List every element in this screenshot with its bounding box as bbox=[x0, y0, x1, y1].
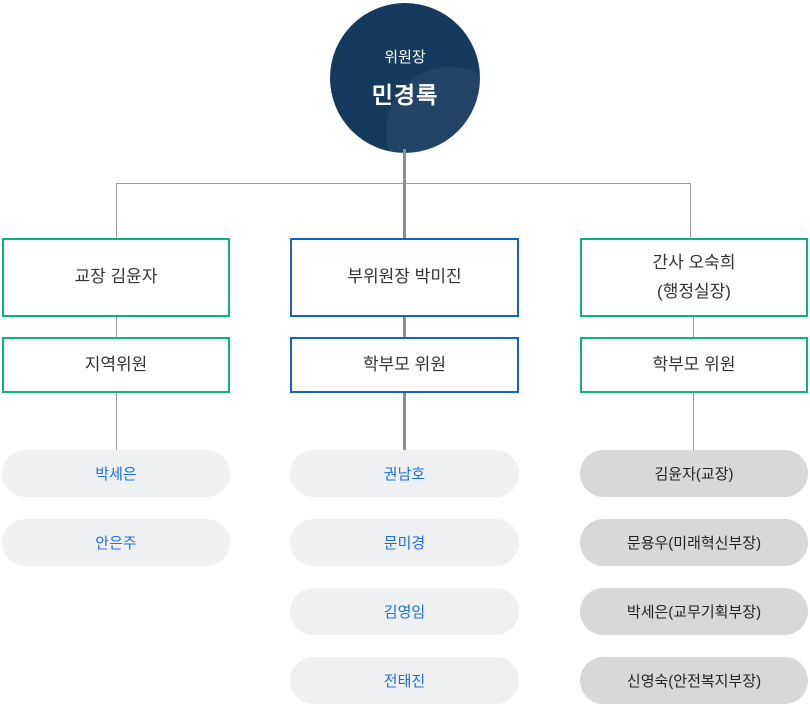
member-pill: 안은주 bbox=[2, 519, 230, 566]
connector-mid-members bbox=[403, 393, 406, 450]
parent-committee-box-mid: 학부모 위원 bbox=[290, 337, 519, 393]
member-pill: 권남호 bbox=[290, 450, 519, 497]
connector-left-row bbox=[116, 317, 117, 337]
connector-right-drop bbox=[690, 183, 691, 238]
vice-chair-label: 부위원장 박미진 bbox=[347, 267, 462, 287]
member-pill: 신영숙(안전복지부장) bbox=[580, 657, 808, 704]
connector-left-members bbox=[116, 393, 117, 450]
chairman-role-label: 위원장 bbox=[384, 49, 426, 66]
chairman-node: 위원장 민경록 bbox=[330, 3, 480, 153]
member-pill: 문미경 bbox=[290, 519, 519, 566]
connector-left-drop bbox=[116, 183, 117, 238]
column-vice-chair: 부위원장 박미진 학부모 위원 권남호 문미경 김영임 전태진 bbox=[290, 238, 519, 704]
member-pill: 전태진 bbox=[290, 657, 519, 704]
connector-mid-row bbox=[403, 317, 406, 337]
local-committee-box: 지역위원 bbox=[2, 337, 230, 393]
connector-right-row bbox=[693, 317, 694, 337]
connector-horizontal bbox=[116, 183, 691, 184]
secretary-label-line1: 간사 오숙희 bbox=[652, 253, 736, 273]
secretary-label-line2: (행정실장) bbox=[657, 281, 731, 301]
connector-right-members bbox=[693, 393, 694, 450]
parent-committee-label-mid: 학부모 위원 bbox=[363, 354, 446, 374]
principal-box: 교장 김윤자 bbox=[2, 238, 230, 317]
parent-committee-label-right: 학부모 위원 bbox=[652, 354, 736, 374]
principal-label: 교장 김윤자 bbox=[74, 267, 158, 287]
member-pill: 김윤자(교장) bbox=[580, 450, 808, 497]
member-pill: 박세은(교무기획부장) bbox=[580, 588, 808, 635]
local-committee-label: 지역위원 bbox=[84, 354, 148, 374]
column-secretary: 간사 오숙희 (행정실장) 학부모 위원 김윤자(교장) 문용우(미래혁신부장)… bbox=[580, 238, 808, 704]
secretary-box: 간사 오숙희 (행정실장) bbox=[580, 238, 808, 317]
member-pill: 박세은 bbox=[2, 450, 230, 497]
member-pill: 김영임 bbox=[290, 588, 519, 635]
vice-chair-box: 부위원장 박미진 bbox=[290, 238, 519, 317]
parent-committee-box-right: 학부모 위원 bbox=[580, 337, 808, 393]
connector-root-vertical bbox=[403, 149, 406, 238]
column-principal: 교장 김윤자 지역위원 박세은 안은주 bbox=[2, 238, 230, 566]
member-pill: 문용우(미래혁신부장) bbox=[580, 519, 808, 566]
chairman-name: 민경록 bbox=[371, 82, 439, 108]
